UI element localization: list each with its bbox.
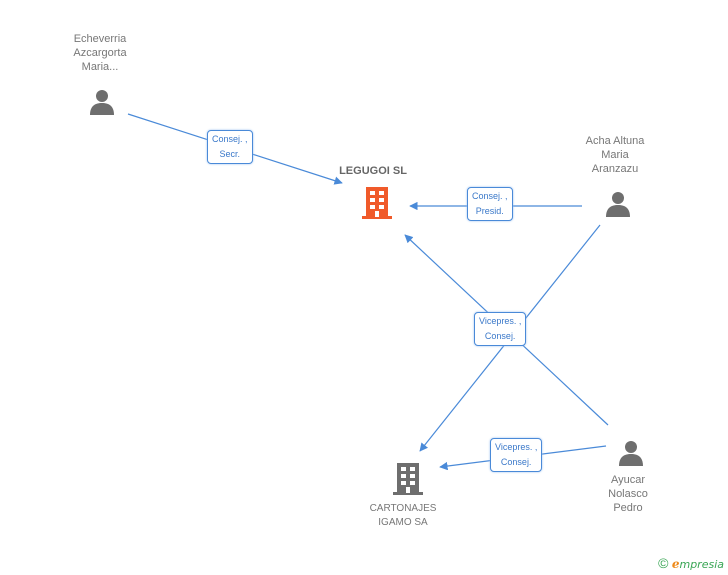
edge-label-line: Consej. [500, 457, 532, 467]
edge-label-line: Consej. , [472, 191, 508, 201]
building-icon[interactable] [392, 462, 424, 496]
brand-initial: e [671, 557, 680, 571]
node-label-cartonajes[interactable]: CARTONAJES IGAMO SA [348, 502, 458, 530]
label-line: Pedro [613, 502, 643, 514]
person-icon[interactable] [88, 87, 116, 115]
edge-label-line: Consej. , [212, 134, 248, 144]
empresia-logo: © empresia [658, 555, 724, 571]
person-icon[interactable] [617, 438, 645, 466]
node-label-ayucar[interactable]: Ayucar Nolasco Pedro [573, 473, 683, 515]
edge-label-line: Vicepres. , [495, 442, 538, 452]
person-icon[interactable] [604, 189, 632, 217]
label-line: Ayucar [610, 474, 646, 486]
brand-rest: mpresia [679, 558, 724, 571]
copyright-icon: © [658, 555, 669, 571]
label-line: CARTONAJES [369, 503, 437, 514]
label-line: Nolasco [608, 488, 648, 500]
brand-name: empresia [672, 557, 724, 571]
label-line: Aranzazu [591, 163, 639, 175]
building-icon[interactable] [361, 186, 393, 220]
label-line: Echeverria [73, 33, 127, 45]
edge-label-line: Secr. [219, 149, 241, 159]
edge-label-vicepres-consej[interactable]: Vicepres. , Consej. [490, 438, 543, 472]
label-line: Azcargorta [73, 47, 127, 59]
node-label-echeverria[interactable]: Echeverria Azcargorta Maria... [45, 32, 155, 74]
edge-label-consej-presid[interactable]: Consej. , Presid. [467, 187, 513, 221]
edge-label-line: Presid. [475, 206, 504, 216]
label-line: IGAMO SA [378, 517, 428, 528]
label-line: Acha Altuna [585, 135, 645, 147]
edge-label-line: Consej. [484, 331, 516, 341]
edge-label-line: Vicepres. , [479, 316, 522, 326]
node-label-legugoi[interactable]: LEGUGOI SL [339, 165, 407, 177]
label-line: Maria [601, 149, 629, 161]
label-line: Maria... [81, 61, 119, 73]
edge-label-consej-secr[interactable]: Consej. , Secr. [207, 130, 253, 164]
node-label-acha[interactable]: Acha Altuna Maria Aranzazu [560, 134, 670, 176]
edge-label-vicepres-consej[interactable]: Vicepres. , Consej. [474, 312, 527, 346]
